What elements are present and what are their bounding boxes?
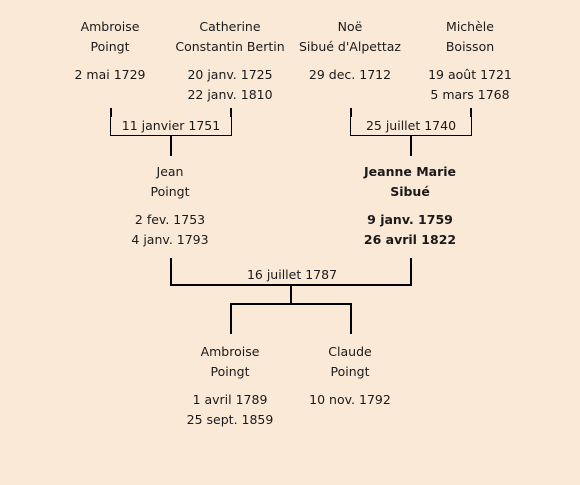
marriage-date-poingt-sibue: 16 juillet 1787 bbox=[232, 266, 352, 284]
person-birth-date: 20 janv. 1725 bbox=[187, 67, 273, 82]
person-birth-date: 19 août 1721 bbox=[428, 67, 512, 82]
person-catherine-constantin-bertin: Catherine Constantin Bertin 20 janv. 172… bbox=[170, 17, 290, 105]
connector-line bbox=[410, 258, 412, 286]
person-birth-date: 1 avril 1789 bbox=[192, 392, 268, 407]
person-given-name: Noë bbox=[337, 19, 363, 34]
connector-line bbox=[350, 303, 352, 334]
person-jean-poingt: Jean Poingt 2 fev. 1753 4 janv. 1793 bbox=[110, 162, 230, 250]
person-jeanne-marie-sibue: Jeanne Marie Sibué 9 janv. 1759 26 avril… bbox=[345, 162, 475, 250]
person-given-name: Michèle bbox=[446, 19, 494, 34]
connector-line bbox=[230, 303, 232, 334]
connector-line bbox=[230, 303, 352, 305]
person-surname: Poingt bbox=[90, 39, 130, 54]
person-claude-poingt: Claude Poingt 10 nov. 1792 bbox=[290, 342, 410, 410]
person-birth-date: 10 nov. 1792 bbox=[309, 392, 391, 407]
person-ambroise-poingt-jr: Ambroise Poingt 1 avril 1789 25 sept. 18… bbox=[170, 342, 290, 430]
marriage-date-sibue-boisson: 25 juillet 1740 bbox=[351, 117, 471, 135]
person-death-date: 26 avril 1822 bbox=[363, 232, 457, 247]
person-birth-date: 2 mai 1729 bbox=[74, 67, 146, 82]
connector-line bbox=[170, 134, 172, 156]
person-surname: Boisson bbox=[445, 39, 495, 54]
person-surname: Poingt bbox=[150, 184, 190, 199]
person-surname: Poingt bbox=[210, 364, 250, 379]
person-michele-boisson: Michèle Boisson 19 août 1721 5 mars 1768 bbox=[420, 17, 520, 105]
connector-line bbox=[410, 134, 412, 156]
person-noe-sibue-dalpettaz: Noë Sibué d'Alpettaz 29 dec. 1712 bbox=[290, 17, 410, 85]
person-given-name: Ambroise bbox=[80, 19, 140, 34]
person-surname: Sibué d'Alpettaz bbox=[299, 39, 401, 54]
person-surname: Sibué bbox=[390, 184, 430, 199]
person-death-date: 5 mars 1768 bbox=[430, 87, 510, 102]
person-surname: Constantin Bertin bbox=[175, 39, 285, 54]
person-death-date: 25 sept. 1859 bbox=[186, 412, 274, 427]
person-birth-date: 2 fev. 1753 bbox=[134, 212, 206, 227]
person-given-name: Jean bbox=[156, 164, 184, 179]
person-given-name: Ambroise bbox=[200, 344, 260, 359]
connector-line bbox=[230, 108, 232, 136]
person-given-name: Catherine bbox=[199, 19, 261, 34]
connector-line bbox=[170, 258, 172, 286]
person-given-name: Claude bbox=[328, 344, 372, 359]
person-birth-date: 9 janv. 1759 bbox=[367, 212, 453, 227]
person-death-date: 22 janv. 1810 bbox=[187, 87, 273, 102]
person-given-name: Jeanne Marie bbox=[364, 164, 456, 179]
connector-line bbox=[290, 284, 292, 304]
person-surname: Poingt bbox=[330, 364, 370, 379]
person-birth-date: 29 dec. 1712 bbox=[308, 67, 392, 82]
connector-line bbox=[470, 108, 472, 136]
person-death-date: 4 janv. 1793 bbox=[131, 232, 209, 247]
marriage-date-poingt-bertin: 11 janvier 1751 bbox=[111, 117, 231, 135]
person-ambroise-poingt-sr: Ambroise Poingt 2 mai 1729 bbox=[60, 17, 160, 85]
